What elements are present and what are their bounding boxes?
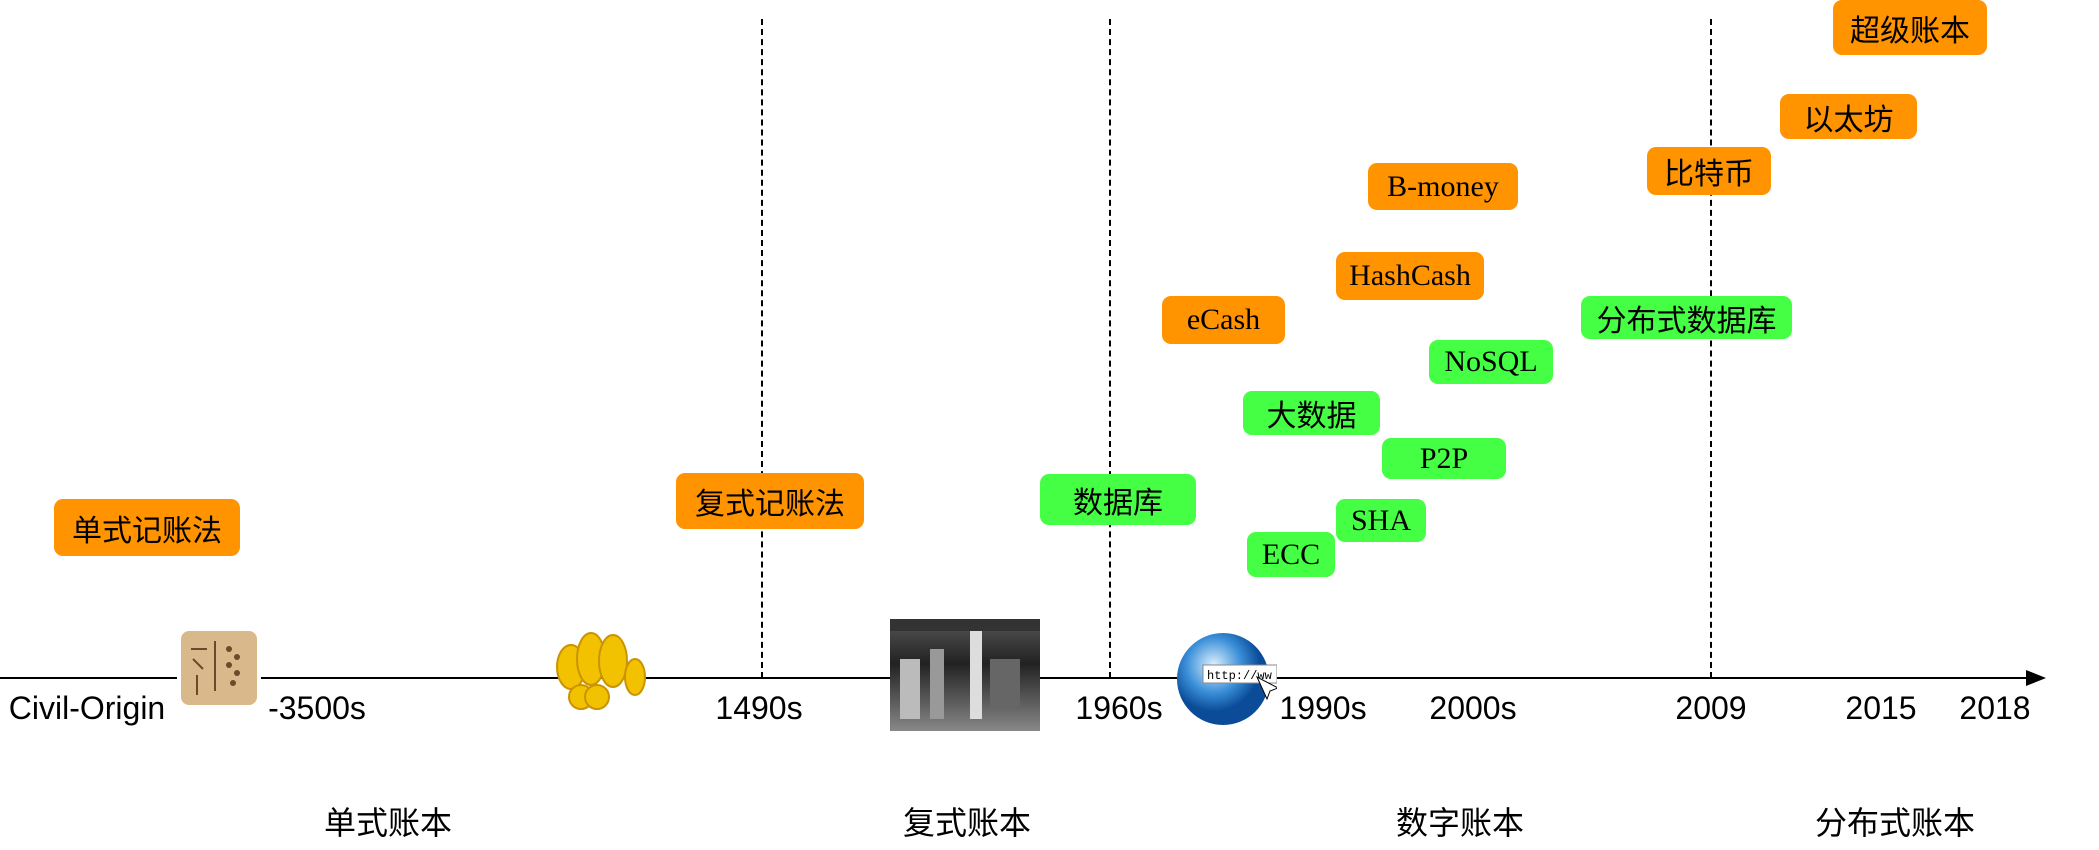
axis-label: 2018	[1959, 690, 2031, 726]
era-label: 复式账本	[902, 805, 1032, 841]
era-label: 单式账本	[323, 805, 453, 841]
milestone-box: B-money	[1368, 163, 1518, 210]
milestone-box: 以太坊	[1780, 94, 1917, 139]
tech-box: SHA	[1336, 499, 1426, 542]
era-divider-1960s	[1109, 19, 1111, 678]
axis-label: 1960s	[1075, 690, 1163, 726]
milestone-box: 超级账本	[1833, 0, 1987, 55]
tech-box: ECC	[1247, 532, 1335, 577]
milestone-box: 复式记账法	[676, 473, 864, 529]
axis-label: 1490s	[715, 690, 803, 726]
tech-box: P2P	[1382, 438, 1506, 479]
era-label: 数字账本	[1395, 805, 1525, 841]
axis-label: 2000s	[1429, 690, 1517, 726]
milestone-box: 单式记账法	[54, 499, 240, 556]
globe-http-icon: http://ww	[1173, 629, 1277, 728]
era-label: 分布式账本	[1814, 805, 1976, 841]
axis-label: 2015	[1845, 690, 1917, 726]
era-divider-2009	[1710, 19, 1712, 678]
axis-label: 2009	[1675, 690, 1747, 726]
milestone-box: HashCash	[1336, 252, 1484, 300]
svg-text:http://ww: http://ww	[1207, 669, 1273, 683]
tech-box: 数据库	[1040, 474, 1196, 525]
tech-box: 大数据	[1243, 391, 1380, 435]
milestone-box: 比特币	[1647, 147, 1771, 195]
tech-box: 分布式数据库	[1581, 296, 1792, 339]
milestone-box: eCash	[1162, 296, 1285, 344]
axis-label: 1990s	[1279, 690, 1367, 726]
era-divider-1490s	[761, 19, 763, 678]
axis-label: Civil-Origin	[8, 690, 166, 726]
axis-label: -3500s	[268, 690, 366, 726]
early-computer-room-photo	[890, 619, 1040, 731]
timeline-arrowhead	[2026, 670, 2046, 686]
clay-tablet-icon	[177, 629, 261, 707]
gold-coins-icon	[541, 627, 653, 710]
tech-box: NoSQL	[1429, 340, 1553, 384]
